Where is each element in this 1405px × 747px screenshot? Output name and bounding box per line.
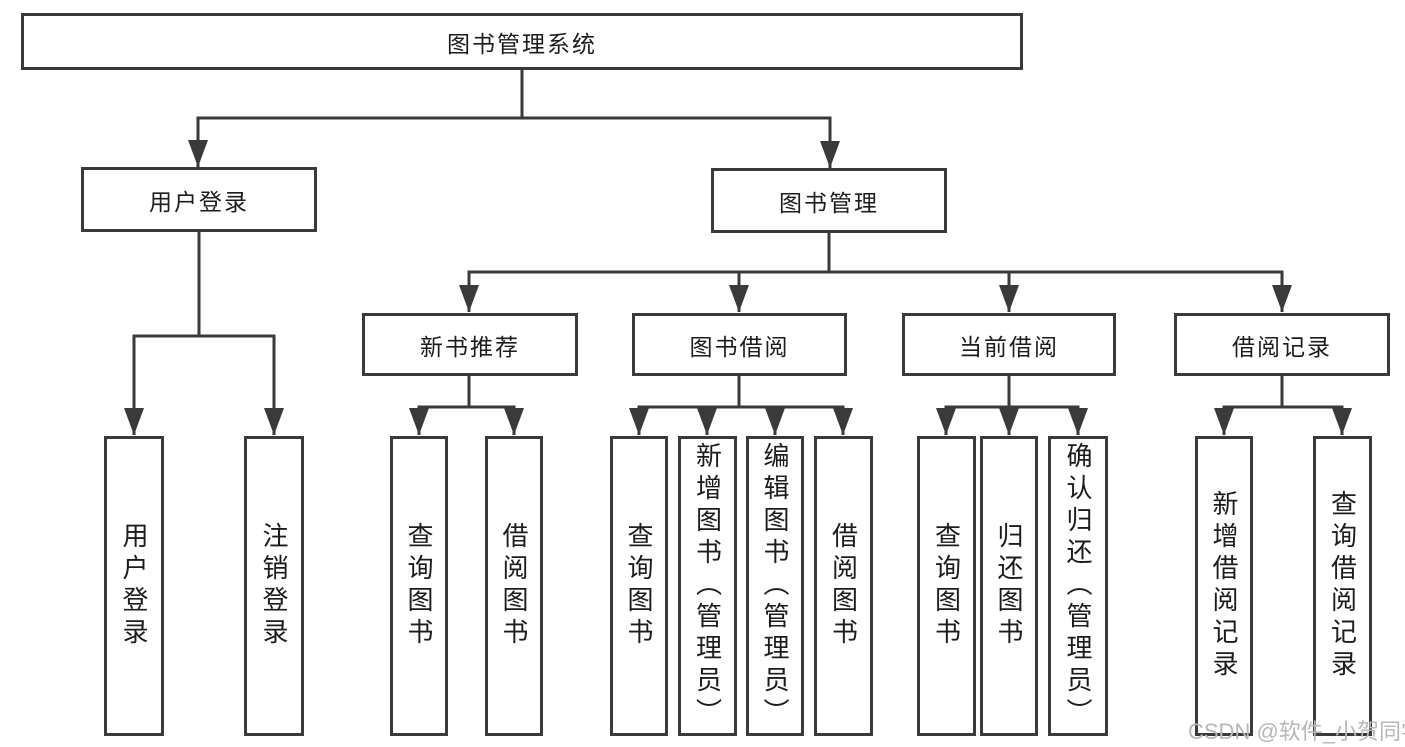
node-label: 查询图书 bbox=[931, 522, 962, 650]
node-label: 借阅图书 bbox=[828, 522, 859, 650]
leaf-borrow-books-borrowing: 借阅图书 bbox=[814, 436, 873, 736]
connector-userlogin-to-leaves bbox=[124, 232, 284, 435]
connector-borrowing-to-leaves bbox=[629, 376, 853, 435]
leaf-add-books-admin: 新增图书（管理员） bbox=[678, 436, 737, 736]
node-current-borrowing: 当前借阅 bbox=[902, 313, 1116, 376]
leaf-edit-books-admin: 编辑图书（管理员） bbox=[746, 436, 804, 736]
leaf-borrow-books-recommend: 借阅图书 bbox=[485, 436, 543, 736]
connector-records-to-leaves bbox=[1214, 376, 1352, 435]
node-user-login: 用户登录 bbox=[81, 167, 317, 232]
node-label: 用户登录 bbox=[119, 522, 149, 650]
node-label: 图书借阅 bbox=[689, 333, 790, 360]
node-label: 新书推荐 bbox=[420, 333, 520, 360]
node-label: 新增借阅记录 bbox=[1209, 490, 1239, 682]
leaf-query-books-current: 查询图书 bbox=[917, 436, 976, 736]
node-new-book-recommend: 新书推荐 bbox=[362, 313, 578, 376]
leaf-query-books-recommend: 查询图书 bbox=[390, 436, 448, 736]
node-label: 查询图书 bbox=[624, 522, 654, 650]
node-label: 归还图书 bbox=[994, 522, 1024, 650]
leaf-confirm-return-admin: 确认归还（管理员） bbox=[1048, 436, 1108, 736]
connector-current-to-leaves bbox=[936, 376, 1088, 435]
leaf-logout: 注销登录 bbox=[244, 436, 304, 736]
node-label: 借阅图书 bbox=[499, 522, 529, 650]
leaf-return-books: 归还图书 bbox=[980, 436, 1038, 736]
node-label: 确认归还（管理员） bbox=[1063, 442, 1093, 730]
node-label: 编辑图书（管理员） bbox=[760, 442, 790, 730]
node-label: 图书管理 bbox=[779, 189, 879, 216]
connector-bookmgmt-to-level3 bbox=[459, 233, 1292, 312]
leaf-query-books-borrowing: 查询图书 bbox=[610, 436, 668, 736]
node-label: 借阅记录 bbox=[1232, 333, 1332, 360]
node-book-management: 图书管理 bbox=[711, 168, 947, 233]
leaf-add-borrow-record: 新增借阅记录 bbox=[1195, 436, 1253, 736]
node-label: 用户登录 bbox=[149, 188, 249, 215]
node-label: 查询图书 bbox=[404, 522, 434, 650]
connector-root-to-level2 bbox=[188, 70, 840, 168]
connector-newbooks-to-leaves bbox=[409, 376, 524, 435]
node-label: 注销登录 bbox=[259, 522, 289, 650]
node-label: 新增图书（管理员） bbox=[692, 442, 723, 730]
node-book-borrowing: 图书借阅 bbox=[632, 313, 847, 376]
node-root-system: 图书管理系统 bbox=[21, 13, 1023, 70]
node-borrow-records: 借阅记录 bbox=[1174, 313, 1390, 376]
leaf-user-login: 用户登录 bbox=[104, 436, 164, 736]
leaf-query-borrow-record: 查询借阅记录 bbox=[1313, 436, 1372, 736]
node-label: 当前借阅 bbox=[959, 333, 1059, 360]
node-label: 查询借阅记录 bbox=[1327, 490, 1358, 682]
csdn-watermark: CSDN @软件_小贺同学 bbox=[1188, 719, 1405, 744]
node-label: 图书管理系统 bbox=[447, 30, 597, 57]
